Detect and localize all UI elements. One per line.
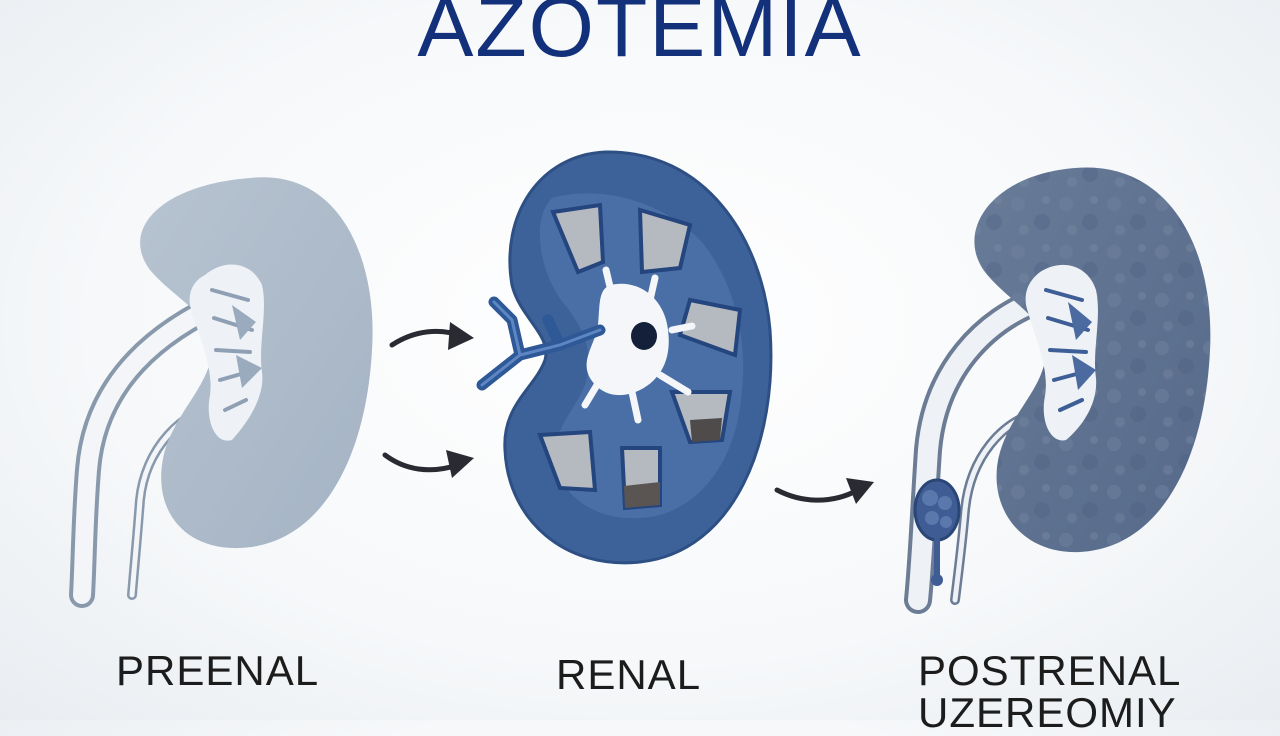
renal-pyramid	[537, 429, 598, 493]
ureteral-stone	[913, 478, 961, 586]
prerenal-kidney	[69, 177, 373, 608]
azotemia-diagram	[69, 150, 1211, 614]
arrow-icon	[389, 322, 474, 350]
renal-pelvis	[586, 283, 669, 396]
renal-kidney	[476, 150, 773, 565]
postrenal-sublabel: UZEREOMIY	[918, 689, 1177, 736]
renal-label: RENAL	[556, 651, 702, 698]
arrow-icon	[382, 450, 474, 478]
diagram-title: AZOTEMIA	[417, 0, 863, 74]
postrenal-kidney	[904, 167, 1211, 614]
renal-pyramid	[637, 207, 693, 275]
postrenal-hilum	[1025, 264, 1098, 441]
postrenal-label: POSTRENAL	[918, 647, 1182, 694]
renal-pyramid	[550, 202, 606, 275]
arrow-icon	[774, 478, 874, 504]
renal-calyx-dark	[631, 322, 657, 350]
prerenal-label: PREENAL	[116, 647, 320, 694]
renal-pyramid	[677, 297, 743, 358]
